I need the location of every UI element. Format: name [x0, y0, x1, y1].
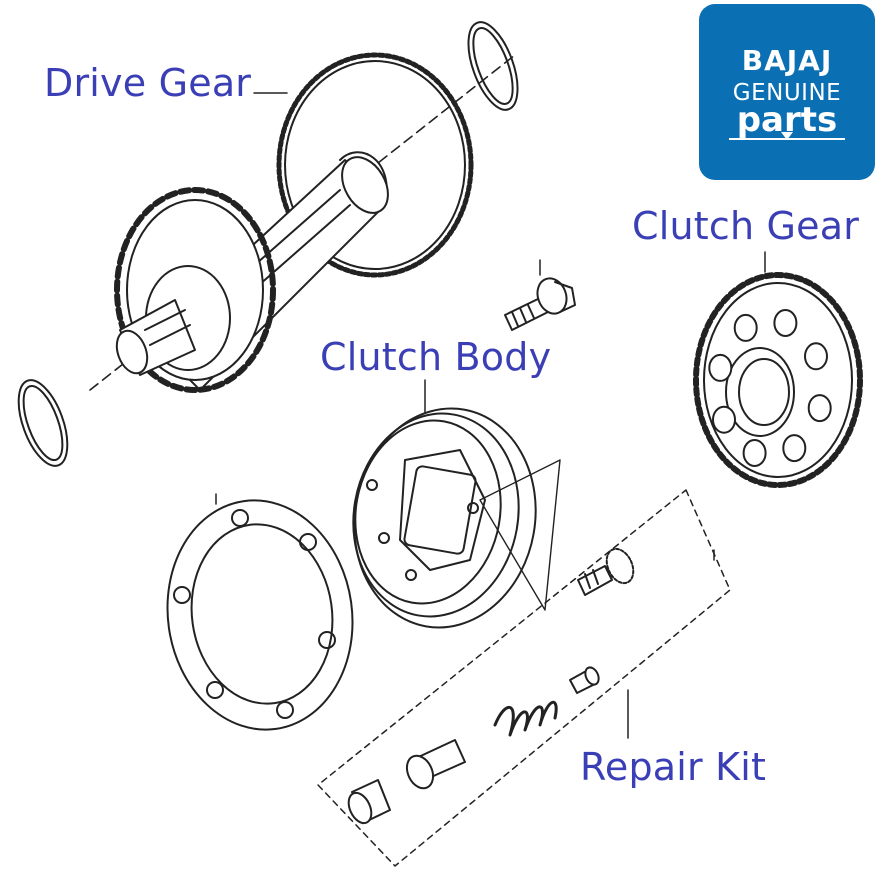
logo-brand: BAJAJ [741, 44, 833, 77]
drive-gear-assembly [17, 21, 519, 467]
clutch-gear-hole [782, 434, 807, 463]
clutch-gear-label: Clutch Gear [632, 204, 860, 248]
clutch-gear-hole [742, 439, 767, 467]
clutch-body-part [352, 379, 561, 629]
clutch-gear-hole [712, 405, 736, 434]
clutch-gear-hole [807, 394, 832, 423]
friction-plate-part [166, 493, 354, 731]
logo-line1: GENUINE [732, 80, 842, 106]
clutch-gear-part [693, 251, 863, 488]
clutch-gear-hole [708, 353, 733, 382]
logo-arrow-icon [781, 132, 793, 140]
repair-kit-label: Repair Kit [580, 745, 767, 789]
clutch-gear-hole [773, 309, 798, 337]
clutch-gear-hole [733, 313, 758, 342]
repair-kit-group [317, 489, 731, 867]
drive-gear-label: Drive Gear [44, 61, 252, 105]
bolt-part [504, 259, 576, 331]
clutch-body-label: Clutch Body [320, 335, 552, 379]
clutch-gear-hole [804, 342, 828, 371]
bajaj-genuine-parts-logo: BAJAJ GENUINE parts [699, 4, 875, 180]
